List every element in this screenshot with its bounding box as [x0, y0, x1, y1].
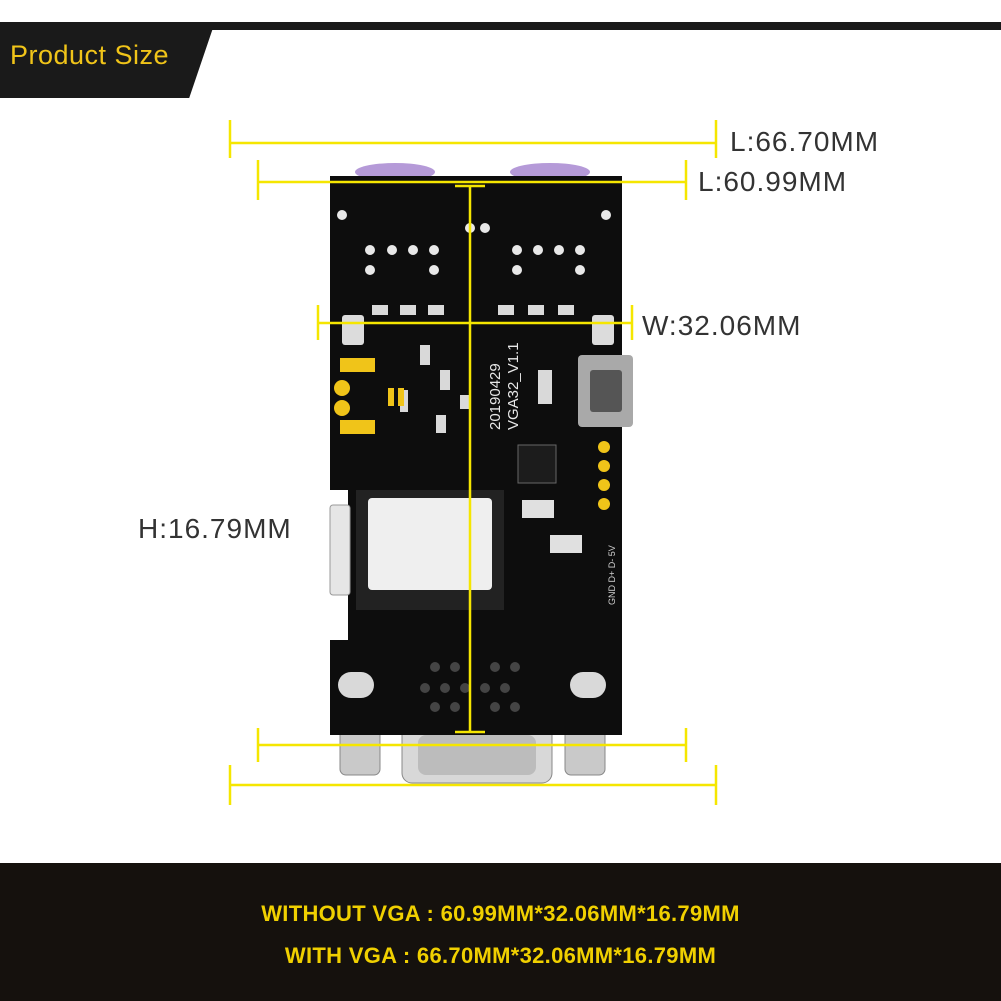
- regulator-1: [522, 500, 554, 518]
- footer-without-vga: WITHOUT VGA : 60.99MM*32.06MM*16.79MM: [261, 901, 740, 926]
- label-width: W:32.06MM: [642, 310, 802, 341]
- pin-header-right: [598, 441, 610, 510]
- silkscreen-model: VGA32_V1.1: [505, 342, 522, 430]
- footer-with-vga: WITH VGA : 66.70MM*32.06MM*16.79MM: [284, 943, 717, 968]
- pcb-pads-top: [337, 210, 611, 275]
- silkscreen-pins: GND D+ D- 5V: [607, 545, 617, 605]
- regulator-2: [550, 535, 582, 553]
- button-right: [592, 315, 614, 345]
- label-length-without-vga: L:60.99MM: [698, 166, 848, 197]
- label-length-with-vga: L:66.70MM: [730, 126, 880, 157]
- esp32-module: [356, 490, 504, 610]
- footer-banner: WITHOUT VGA : 60.99MM*32.06MM*16.79MM WI…: [0, 863, 1001, 1001]
- button-left: [342, 315, 364, 345]
- dimension-lines: [228, 120, 718, 805]
- antenna-connector: [329, 504, 351, 596]
- title-tab: [0, 22, 215, 98]
- page-title: Product Size: [10, 40, 170, 70]
- power-pads: [334, 358, 404, 434]
- silkscreen-date: 20190429: [487, 363, 504, 430]
- label-height: H:16.79MM: [138, 513, 292, 544]
- ic-chip: [517, 444, 557, 484]
- pcb-pads-bottom: [338, 672, 606, 698]
- header-rule: [0, 22, 1001, 30]
- micro-usb-port: [578, 355, 633, 427]
- vga-pins: [420, 662, 520, 712]
